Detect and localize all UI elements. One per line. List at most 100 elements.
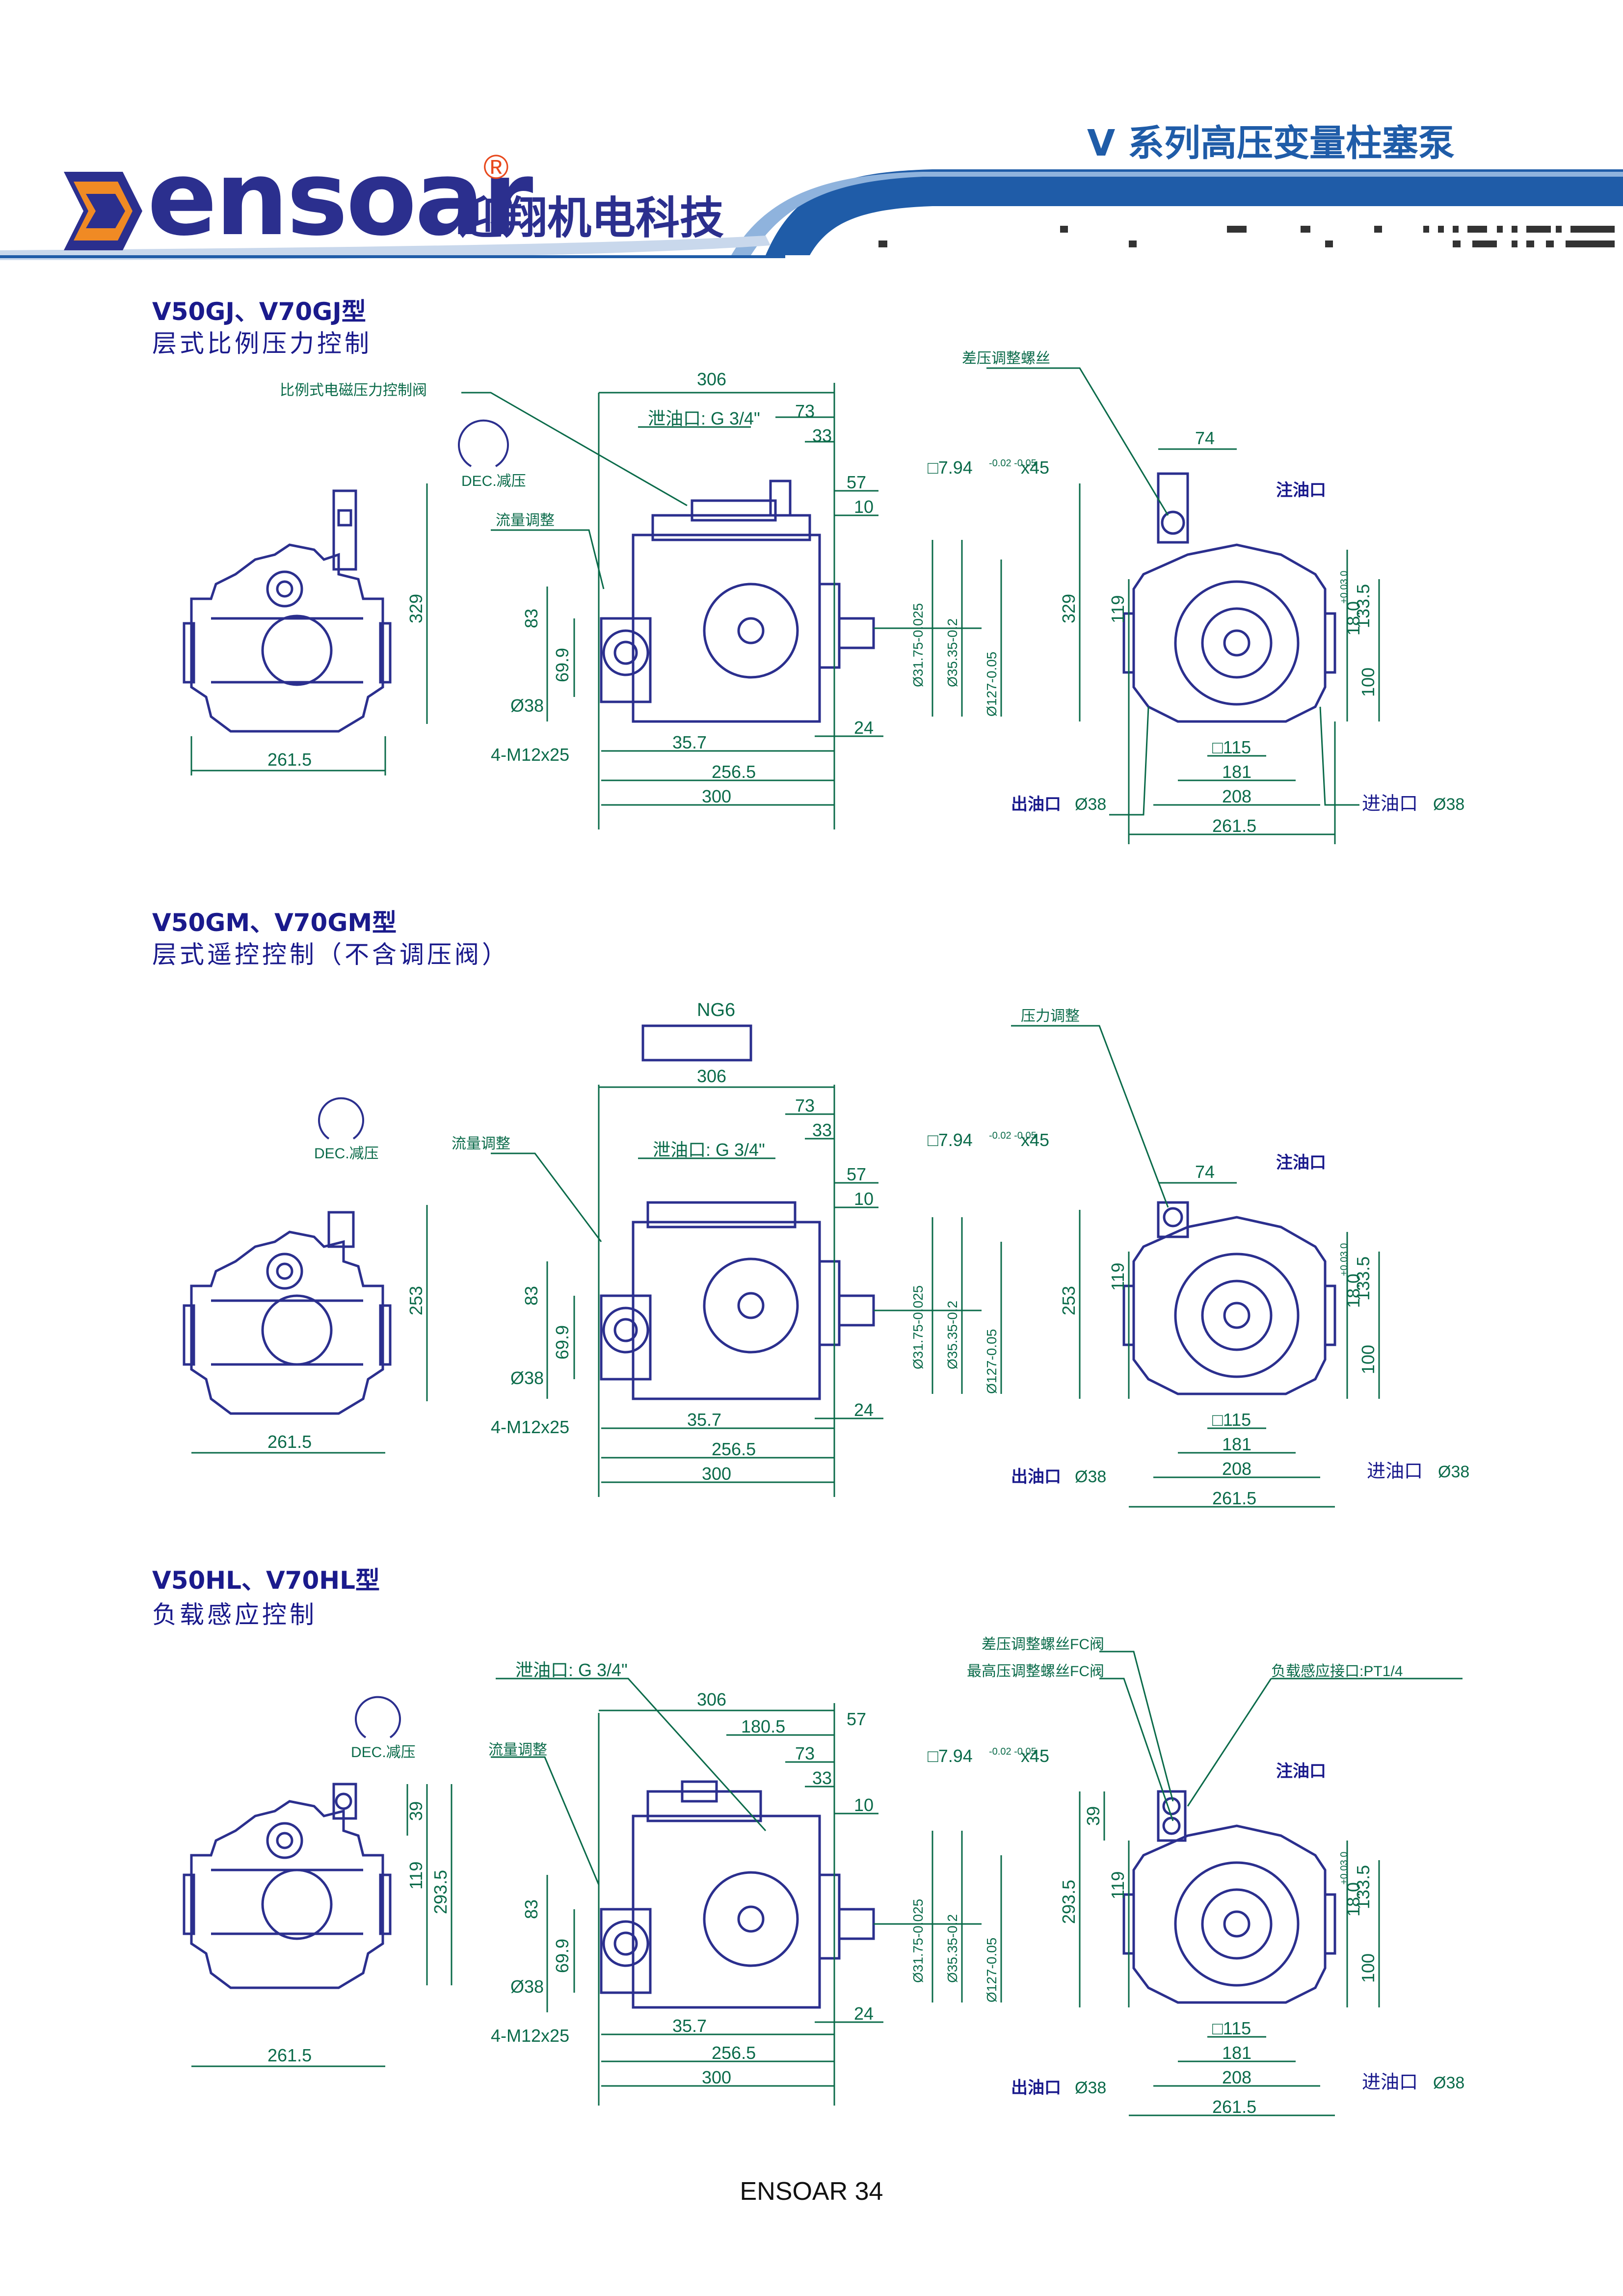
drawing-section-3: 306 180.5 57 73 33 10 □7.94 -0.02 -0.05 … [183, 1636, 1464, 2117]
dim-74: 74 [1195, 428, 1215, 448]
registered-mark: ® [483, 148, 509, 186]
page-footer: ENSOAR 34 [740, 2177, 883, 2206]
label-inlet-dia: Ø38 [1433, 2074, 1464, 2092]
dim-key-tol: -0.02 -0.05 [989, 1746, 1037, 1757]
label-outlet-dia: Ø38 [1075, 795, 1106, 814]
dim-119: 119 [1108, 1263, 1128, 1291]
dim-24: 24 [854, 1400, 874, 1420]
dim-height-right: 329 [1059, 594, 1079, 623]
dim-18: 18.0 [1343, 601, 1363, 636]
dim-sq115: □115 [1212, 737, 1251, 757]
dim-39-right: 39 [1083, 1806, 1103, 1826]
brand-wordmark: ensoar [147, 138, 533, 259]
dim-key: □7.94 [928, 1746, 973, 1766]
dim-208: 208 [1222, 1459, 1251, 1479]
dim-208: 208 [1222, 786, 1251, 806]
dim-293: 293.5 [430, 1870, 451, 1914]
dim-181: 181 [1222, 1434, 1251, 1454]
dim-35-7: 35.7 [672, 732, 707, 752]
dim-width-right: 261.5 [1212, 816, 1256, 836]
label-inlet: 进油口 [1362, 794, 1418, 814]
dim-181: 181 [1222, 2043, 1251, 2063]
dim-m12: 4-M12x25 [491, 1417, 569, 1437]
dim-height-right: 253 [1059, 1286, 1079, 1315]
label-proportional-valve: 比例式电磁压力控制阀 [280, 382, 427, 399]
label-outlet: 出油口 [1011, 1468, 1061, 1486]
label-diff-fc: 差压调整螺丝FC阀 [982, 1636, 1104, 1653]
dim-256: 256.5 [712, 2043, 756, 2063]
dim-119: 119 [1108, 595, 1128, 623]
dim-133: 133.5 [1353, 584, 1373, 628]
dim-100: 100 [1358, 1345, 1378, 1374]
dim-width-right: 261.5 [1212, 2097, 1256, 2117]
dim-m12: 4-M12x25 [491, 2026, 569, 2046]
label-inlet: 进油口 [1362, 2072, 1418, 2093]
dim-127: Ø127-0.05 [984, 1329, 999, 1394]
dim-306: 306 [697, 1066, 726, 1086]
dim-35: Ø35.35-0.2 [945, 618, 960, 687]
dim-31: Ø31.75-0.025 [910, 1899, 926, 1983]
dim-181: 181 [1222, 762, 1251, 782]
dim-256: 256.5 [712, 762, 756, 782]
dim-100: 100 [1358, 1953, 1378, 1983]
section-3-title: V50HL、V70HL型 [152, 1566, 380, 1595]
dim-57: 57 [847, 1709, 866, 1729]
dim-18: 18.0 [1343, 1882, 1363, 1917]
dim-10: 10 [854, 1189, 874, 1209]
label-outlet: 出油口 [1011, 795, 1061, 814]
dim-d38: Ø38 [510, 1976, 544, 1997]
dim-18: 18.0 [1343, 1274, 1363, 1308]
dim-119-right: 119 [1108, 1871, 1128, 1899]
dim-height-left: 329 [406, 594, 426, 623]
dim-31: Ø31.75-0.025 [910, 603, 926, 687]
dim-133: 133.5 [1353, 1865, 1373, 1909]
dim-300: 300 [702, 786, 731, 806]
label-dec: DEC.减压 [461, 473, 526, 489]
dim-33: 33 [812, 426, 832, 446]
dim-35: Ø35.35-0.2 [945, 1301, 960, 1369]
dim-208: 208 [1222, 2067, 1251, 2087]
dim-35-7: 35.7 [687, 1410, 721, 1430]
label-outlet: 出油口 [1011, 2079, 1061, 2097]
dim-300: 300 [702, 2067, 731, 2087]
dim-key-tol: -0.02 -0.05 [989, 458, 1037, 469]
dim-18-tol: +0.03 0 [1339, 1243, 1350, 1276]
dim-key-x: x45 [1021, 1746, 1049, 1766]
dim-127: Ø127-0.05 [984, 652, 999, 717]
dim-256: 256.5 [712, 1439, 756, 1459]
dim-18-tol: +0.03 0 [1339, 1852, 1350, 1885]
label-outlet-dia: Ø38 [1075, 2079, 1106, 2097]
dim-35: Ø35.35-0.2 [945, 1914, 960, 1983]
dim-width-right: 261.5 [1212, 1488, 1256, 1508]
label-max-fc: 最高压调整螺丝FC阀 [967, 1663, 1104, 1680]
label-flow-adjust: 流量调整 [488, 1742, 547, 1758]
dim-24: 24 [854, 2003, 874, 2024]
dim-d38: Ø38 [510, 1368, 544, 1388]
dec-rotation-arrow-icon [458, 419, 509, 467]
section-3-subtitle: 负载感应控制 [152, 1601, 317, 1629]
dim-57: 57 [847, 1164, 866, 1184]
header-graphics [0, 169, 1623, 260]
section-2-title: V50GM、V70GM型 [152, 908, 397, 937]
dim-306: 306 [697, 1689, 726, 1709]
label-fill-port: 注油口 [1276, 481, 1326, 500]
label-diff-screw: 差压调整螺丝 [962, 350, 1050, 367]
section-2-subtitle: 层式遥控控制（不含调压阀） [152, 940, 509, 969]
label-drain-port: 泄油口: G 3/4" [515, 1660, 628, 1680]
label-fill-port: 注油口 [1276, 1762, 1326, 1781]
dim-83: 83 [521, 1899, 541, 1919]
dim-300: 300 [702, 1464, 731, 1484]
label-inlet: 进油口 [1367, 1461, 1423, 1482]
dim-127: Ø127-0.05 [984, 1938, 999, 2002]
dim-100: 100 [1358, 667, 1378, 697]
dim-height-left: 253 [406, 1286, 426, 1315]
dim-sq115: □115 [1212, 2018, 1251, 2038]
dim-key-x: x45 [1021, 457, 1049, 478]
dim-73: 73 [795, 1743, 815, 1763]
dim-133: 133.5 [1353, 1256, 1373, 1301]
dim-width-left: 261.5 [267, 2045, 312, 2065]
dim-key: □7.94 [928, 1130, 973, 1150]
label-dec: DEC.减压 [351, 1744, 416, 1761]
dim-key-tol: -0.02 -0.05 [989, 1130, 1037, 1141]
